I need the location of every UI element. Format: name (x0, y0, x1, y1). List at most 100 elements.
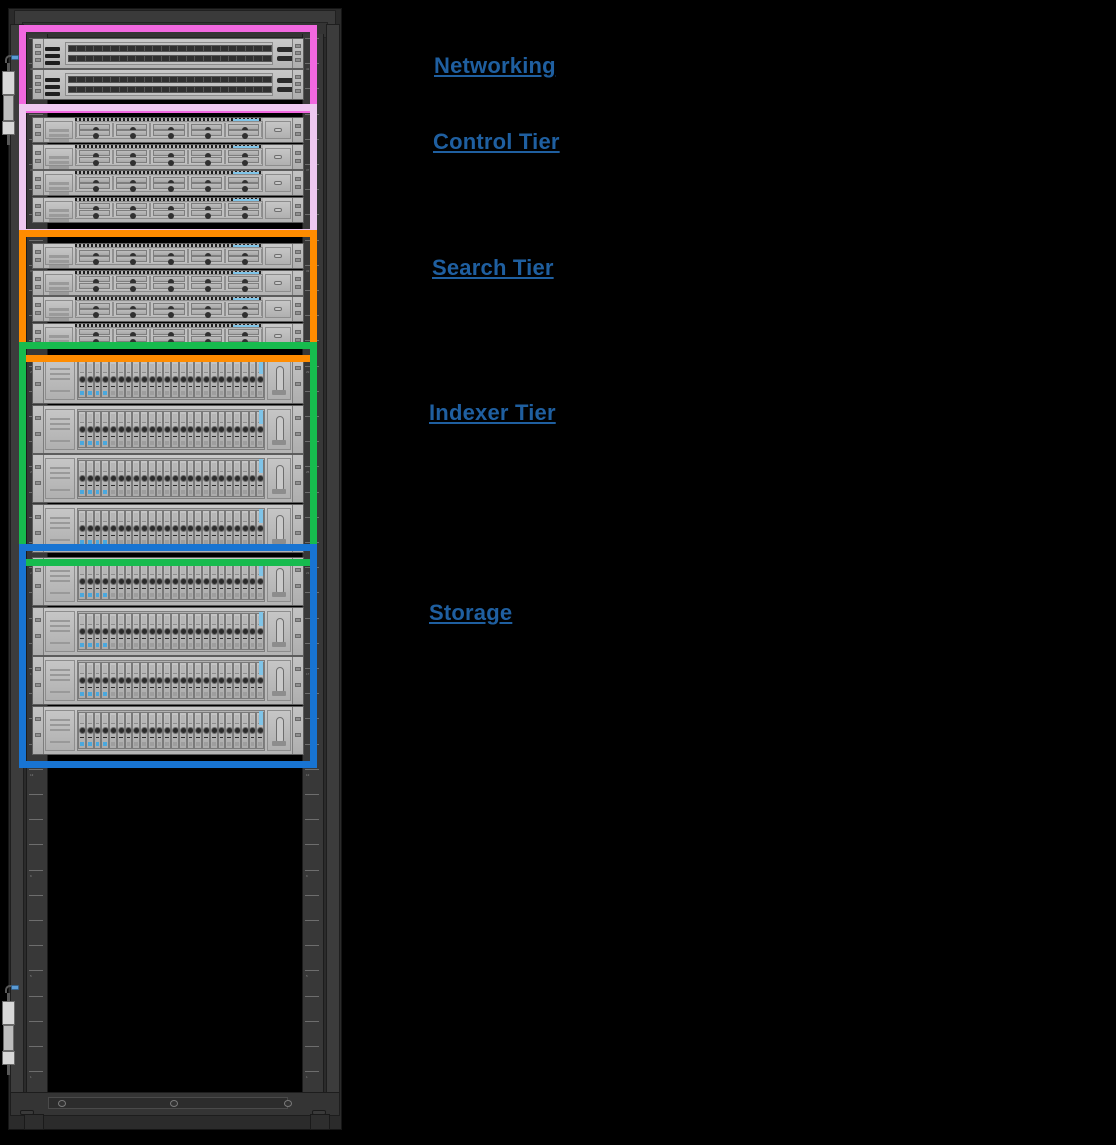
drive-sled (93, 563, 102, 600)
sled-status-led (180, 440, 185, 445)
sled-status-led (103, 593, 107, 597)
rack-device-storage[interactable] (32, 606, 304, 656)
rack-device-storage[interactable] (32, 656, 304, 705)
drive-sled (140, 460, 148, 497)
sled-screw (171, 475, 179, 482)
rack-device-indexer[interactable] (32, 404, 304, 454)
drive-bay-column (187, 149, 225, 166)
sled-status-led (173, 539, 177, 544)
drive-sled (233, 612, 241, 650)
drive-bay (227, 282, 259, 292)
rack-side-panel-left (10, 24, 24, 1104)
sled-faceplate (126, 665, 131, 674)
sled-airflow-mesh (118, 588, 123, 589)
sled-screw (86, 677, 94, 684)
drive-sled (116, 460, 125, 497)
sled-airflow-mesh (111, 736, 115, 738)
sled-faceplate (95, 615, 100, 625)
sled-screw (233, 726, 241, 734)
sled-faceplate (227, 615, 231, 625)
rack-device-indexer[interactable] (32, 355, 304, 404)
sled-screw (241, 475, 249, 482)
drive-sled (233, 711, 241, 749)
bay-indicator (167, 259, 174, 266)
sled-faceplate (149, 463, 154, 472)
sled-status-led (188, 391, 193, 395)
tier-label-networking[interactable]: Networking (434, 53, 556, 78)
rack-device-networking[interactable] (32, 38, 304, 69)
sled-airflow-mesh (180, 386, 185, 387)
sled-status-led (80, 741, 84, 746)
sled-airflow-mesh (95, 386, 100, 387)
drive-sled (240, 509, 249, 547)
chassis-ear-left (33, 118, 44, 142)
rack-device-networking[interactable] (32, 69, 304, 100)
rack-device-control[interactable] (32, 143, 304, 170)
drive-sled (155, 410, 164, 448)
sled-airflow-mesh (95, 534, 100, 536)
rack-device-control[interactable] (32, 170, 304, 196)
rack-device-search[interactable] (32, 269, 304, 296)
rack-device-search[interactable] (32, 322, 304, 349)
drive-sled (225, 662, 234, 699)
drive-sled (248, 460, 257, 497)
chassis-top-vent (75, 197, 263, 201)
rack-device-search[interactable] (32, 243, 304, 269)
sled-faceplate (250, 665, 255, 674)
chassis-handle (274, 307, 282, 311)
tier-label-search[interactable]: Search Tier (432, 255, 554, 280)
bay-indicator (204, 206, 211, 213)
sled-faceplate (118, 512, 123, 522)
tier-label-indexer[interactable]: Indexer Tier (429, 400, 556, 425)
sled-screw (233, 475, 241, 482)
chassis-handle (276, 667, 284, 694)
bay-indicator (167, 159, 174, 166)
chassis-ear-right (292, 504, 303, 552)
sled-airflow-mesh (126, 386, 131, 387)
sled-screw (109, 627, 117, 635)
sled-airflow-mesh (165, 687, 169, 688)
rack-device-control[interactable] (32, 117, 304, 143)
chassis-ear-left (33, 657, 44, 704)
rack-device-storage[interactable] (32, 705, 304, 755)
rack-device-indexer[interactable] (32, 503, 304, 553)
sled-screw (109, 726, 117, 734)
drive-sled-array (77, 408, 265, 450)
chassis-top-vent (75, 118, 263, 121)
drive-bay (79, 276, 111, 286)
sled-faceplate (235, 714, 239, 724)
sled-airflow-mesh (149, 386, 154, 387)
sled-screw (94, 376, 102, 383)
sled-airflow-mesh (111, 637, 115, 639)
sled-faceplate (235, 512, 239, 522)
drive-sled (202, 612, 210, 650)
chassis-ear-right (292, 607, 303, 655)
bay-indicator (130, 312, 137, 319)
drive-sled (225, 410, 234, 448)
sled-airflow-mesh (142, 588, 146, 589)
sled-airflow-mesh (103, 687, 107, 688)
sled-faceplate (235, 463, 239, 472)
rack-device-control[interactable] (32, 196, 304, 223)
rack-device-storage[interactable] (32, 557, 304, 606)
sled-airflow-mesh (103, 736, 107, 738)
bay-indicator (167, 126, 174, 133)
sled-faceplate (173, 566, 177, 575)
tier-label-control[interactable]: Control Tier (433, 129, 560, 154)
drive-bay (79, 123, 111, 133)
drive-bay (190, 150, 222, 160)
rack-device-search[interactable] (32, 296, 304, 322)
rack-device-indexer[interactable] (32, 454, 304, 503)
sled-airflow-mesh (211, 386, 216, 387)
tier-label-storage[interactable]: Storage (429, 600, 513, 625)
sled-status-led (80, 642, 84, 647)
drive-bay-array (75, 273, 263, 292)
drive-bay-column (76, 249, 114, 266)
drive-sled (124, 361, 133, 398)
sled-airflow-mesh (258, 534, 262, 536)
sled-airflow-mesh (87, 736, 92, 738)
drive-sled (209, 460, 218, 497)
sled-faceplate (103, 615, 107, 625)
drive-bay-column (113, 249, 151, 266)
sled-faceplate (196, 364, 200, 373)
